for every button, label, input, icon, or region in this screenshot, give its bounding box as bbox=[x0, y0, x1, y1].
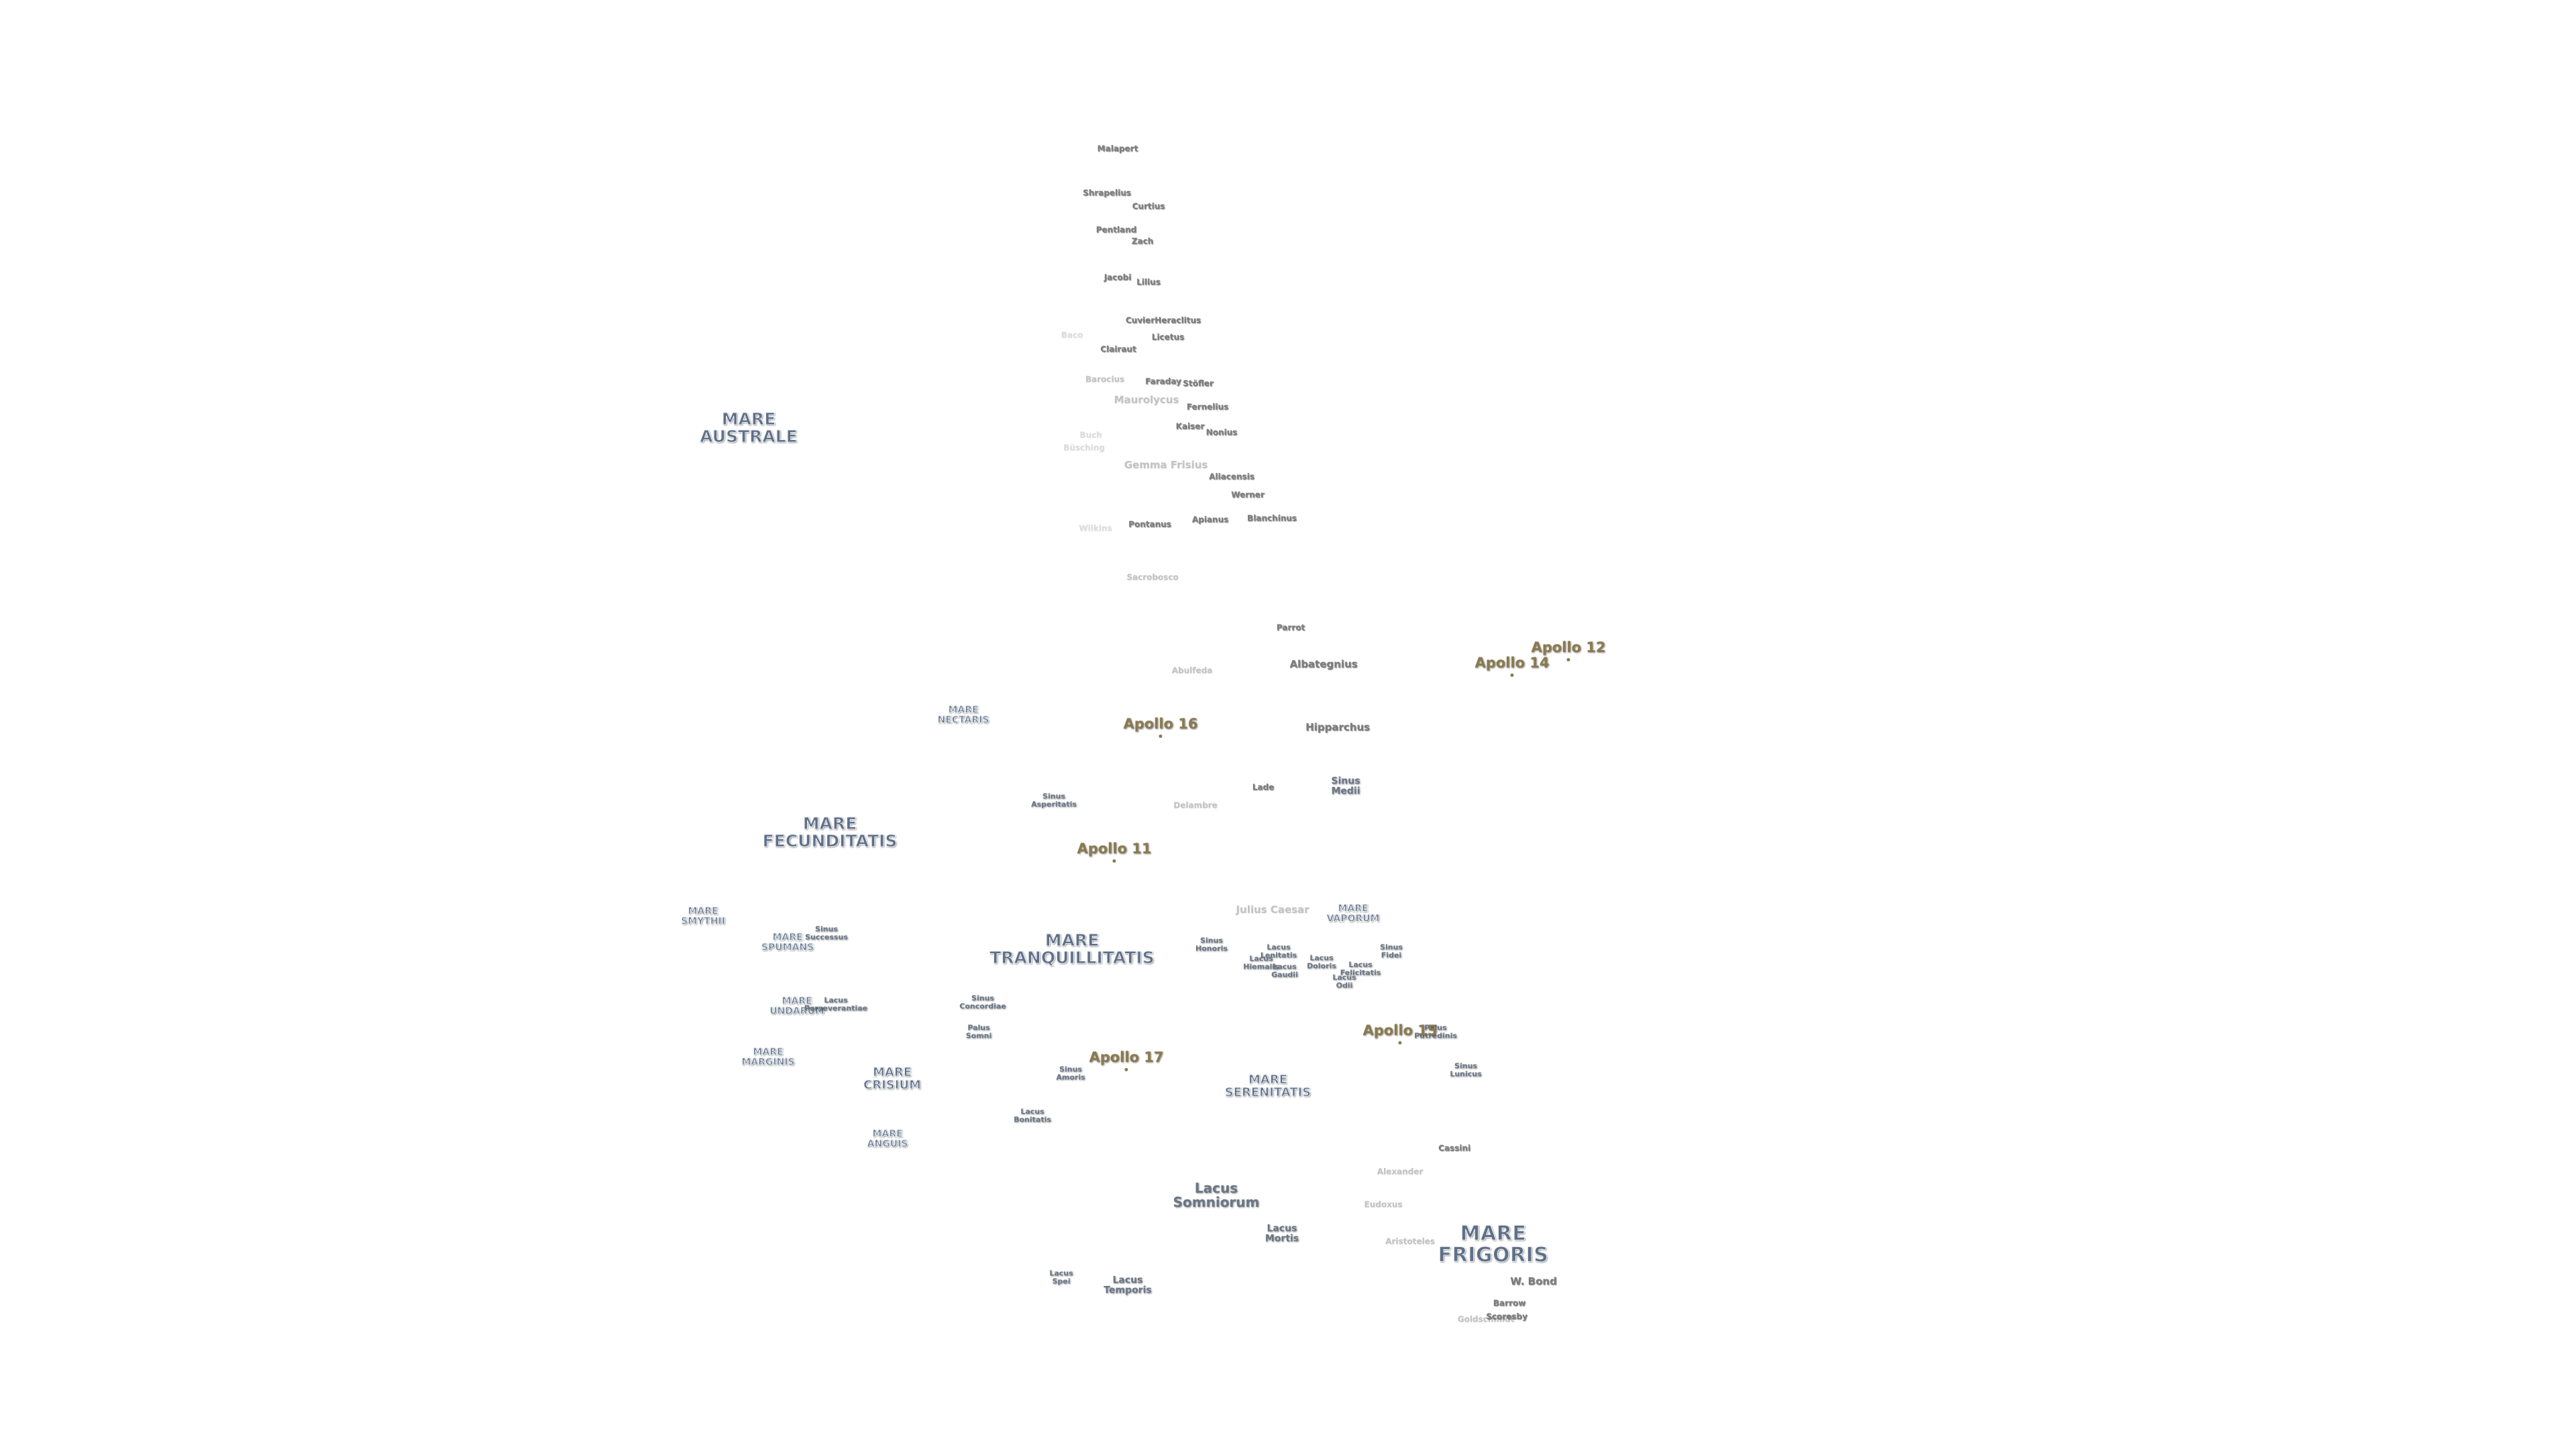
apollo-16-label: Apollo 16 bbox=[1123, 716, 1198, 732]
crater-label-eudoxus[interactable]: Eudoxus bbox=[1364, 1199, 1403, 1210]
palus-label-putredinis[interactable]: Palus Putredinis bbox=[1414, 1023, 1457, 1040]
crater-label-jacobi[interactable]: Jacobi bbox=[1104, 272, 1132, 282]
lacus-label-gaudii[interactable]: Lacus Gaudii bbox=[1271, 962, 1298, 979]
crater-label-gemma-frisius[interactable]: Gemma Frisius bbox=[1124, 459, 1208, 472]
crater-label-barocius[interactable]: Barocius bbox=[1085, 374, 1125, 384]
mare-label-serenitatis[interactable]: MARE SERENITATIS bbox=[1224, 1073, 1311, 1099]
sinus-label-fidei[interactable]: Sinus Fidei bbox=[1380, 943, 1403, 959]
landing-site-marker-icon bbox=[1566, 658, 1570, 662]
lacus-label-spei[interactable]: Lacus Spei bbox=[1049, 1269, 1073, 1285]
apollo-12-site[interactable]: Apollo 12 bbox=[1531, 625, 1606, 662]
crater-label-cassini[interactable]: Cassini bbox=[1438, 1143, 1470, 1153]
crater-label-goldschmidt[interactable]: Goldschmidt bbox=[1457, 1314, 1515, 1324]
crater-label-nonius[interactable]: Nonius bbox=[1205, 427, 1238, 437]
crater-label-w-bond[interactable]: W. Bond bbox=[1510, 1275, 1557, 1288]
lacus-label-felicitatis[interactable]: Lacus Felicitatis bbox=[1340, 960, 1381, 977]
mare-label-vaporum[interactable]: MARE VAPORUM bbox=[1326, 903, 1380, 924]
crater-label-curtius[interactable]: Curtius bbox=[1132, 201, 1165, 211]
sinus-label-lunicus[interactable]: Sinus Lunicus bbox=[1450, 1061, 1482, 1078]
apollo-11-label: Apollo 11 bbox=[1077, 841, 1152, 857]
landing-site-marker-icon bbox=[1510, 674, 1514, 678]
lacus-label-somniorum[interactable]: Lacus Somniorum bbox=[1173, 1180, 1260, 1210]
mare-label-marginis[interactable]: MARE MARGINIS bbox=[741, 1046, 795, 1067]
apollo-15-site[interactable]: Apollo 15 bbox=[1362, 1008, 1438, 1045]
crater-label-aliacensis[interactable]: Aliacensis bbox=[1209, 472, 1254, 482]
apollo-14-label: Apollo 14 bbox=[1474, 655, 1550, 671]
crater-label-fernelius[interactable]: Fernelius bbox=[1186, 402, 1229, 412]
crater-label-buch[interactable]: Buch bbox=[1079, 430, 1102, 440]
crater-label-malapert[interactable]: Malapert bbox=[1097, 144, 1138, 154]
crater-label-parrot[interactable]: Parrot bbox=[1276, 623, 1305, 633]
landing-site-marker-icon bbox=[1398, 1041, 1402, 1045]
sinus-label-successus[interactable]: Sinus Successus bbox=[805, 924, 848, 941]
landing-site-marker-icon bbox=[1159, 735, 1163, 739]
crater-label-buesching[interactable]: Büsching bbox=[1063, 443, 1105, 453]
crater-label-blanchinus[interactable]: Blanchinus bbox=[1247, 513, 1297, 523]
crater-label-scoresby[interactable]: Scoresby bbox=[1486, 1311, 1527, 1322]
apollo-16-site[interactable]: Apollo 16 bbox=[1123, 702, 1198, 739]
mare-label-australe[interactable]: MARE AUSTRALE bbox=[700, 409, 798, 446]
crater-label-pentland[interactable]: Pentland bbox=[1095, 225, 1137, 235]
crater-label-pontanus[interactable]: Pontanus bbox=[1128, 519, 1171, 529]
mare-label-spumans[interactable]: MARE SPUMANS bbox=[761, 932, 814, 953]
lacus-label-bonitatis[interactable]: Lacus Bonitatis bbox=[1014, 1107, 1051, 1124]
crater-label-maurolycus[interactable]: Maurolycus bbox=[1114, 394, 1179, 407]
lacus-label-perseverantiae[interactable]: Lacus Perseverantiae bbox=[804, 996, 868, 1012]
lacus-label-mortis[interactable]: Lacus Mortis bbox=[1265, 1223, 1299, 1244]
apollo-11-site[interactable]: Apollo 11 bbox=[1077, 826, 1152, 863]
landing-site-marker-icon bbox=[1112, 859, 1116, 863]
sinus-label-asperitatis[interactable]: Sinus Asperitatis bbox=[1031, 792, 1077, 808]
lacus-label-temporis[interactable]: Lacus Temporis bbox=[1104, 1275, 1152, 1295]
crater-label-alexander[interactable]: Alexander bbox=[1377, 1167, 1424, 1177]
lacus-label-lenitatis[interactable]: Lacus Lenitatis bbox=[1260, 943, 1297, 959]
sinus-label-concordiae[interactable]: Sinus Concordiae bbox=[959, 994, 1006, 1010]
mare-label-tranquillitatis[interactable]: MARE TRANQUILLITATIS bbox=[989, 930, 1155, 967]
apollo-12-label: Apollo 12 bbox=[1531, 639, 1606, 655]
mare-label-smythii[interactable]: MARE SMYTHII bbox=[681, 906, 726, 926]
crater-label-lade[interactable]: Lade bbox=[1252, 782, 1275, 792]
mare-label-frigoris[interactable]: MARE FRIGORIS bbox=[1438, 1222, 1549, 1267]
crater-label-lilius[interactable]: Lilius bbox=[1136, 277, 1161, 287]
crater-label-delambre[interactable]: Delambre bbox=[1173, 800, 1218, 810]
crater-label-licetus[interactable]: Licetus bbox=[1151, 332, 1185, 342]
sinus-label-honoris[interactable]: Sinus Honoris bbox=[1195, 936, 1228, 953]
crater-label-albategnius[interactable]: Albategnius bbox=[1289, 658, 1358, 671]
lacus-label-hiemalis[interactable]: Lacus Hiemalis bbox=[1243, 954, 1279, 971]
apollo-17-label: Apollo 17 bbox=[1089, 1049, 1164, 1065]
landing-site-marker-icon bbox=[1124, 1068, 1128, 1072]
crater-label-shrapelius[interactable]: Shrapelius bbox=[1083, 188, 1131, 198]
crater-label-clairaut[interactable]: Clairaut bbox=[1100, 344, 1136, 354]
palus-label-somni[interactable]: Palus Somni bbox=[965, 1023, 992, 1040]
crater-label-zach[interactable]: Zach bbox=[1131, 236, 1154, 246]
crater-label-apianus[interactable]: Apianus bbox=[1191, 515, 1229, 525]
sinus-label-medii[interactable]: Sinus Medii bbox=[1331, 775, 1360, 796]
crater-label-faraday[interactable]: Faraday bbox=[1145, 376, 1181, 386]
mare-label-undarum[interactable]: MARE UNDARUM bbox=[769, 996, 825, 1016]
apollo-17-site[interactable]: Apollo 17 bbox=[1089, 1035, 1164, 1072]
crater-label-kaiser[interactable]: Kaiser bbox=[1175, 421, 1205, 431]
crater-label-baco[interactable]: Baco bbox=[1061, 330, 1083, 340]
crater-label-barrow[interactable]: Barrow bbox=[1493, 1298, 1526, 1308]
crater-label-cuvier-heraclitus[interactable]: CuvierHeraclitus bbox=[1125, 315, 1201, 325]
mare-label-anguis[interactable]: MARE ANGUIS bbox=[867, 1128, 908, 1149]
apollo-15-label: Apollo 15 bbox=[1362, 1022, 1438, 1038]
lacus-label-doloris[interactable]: Lacus Doloris bbox=[1307, 953, 1336, 970]
crater-label-aristoteles[interactable]: Aristoteles bbox=[1385, 1236, 1435, 1246]
mare-label-nectaris[interactable]: MARE NECTARIS bbox=[937, 704, 989, 725]
crater-label-werner[interactable]: Werner bbox=[1231, 490, 1265, 500]
mare-label-fecunditatis[interactable]: MARE FECUNDITATIS bbox=[762, 813, 898, 851]
sinus-label-amoris[interactable]: Sinus Amoris bbox=[1056, 1065, 1085, 1081]
crater-label-wilkins[interactable]: Wilkins bbox=[1079, 523, 1112, 533]
crater-label-hipparchus[interactable]: Hipparchus bbox=[1305, 721, 1370, 734]
crater-label-julius-caesar[interactable]: Julius Caesar bbox=[1236, 904, 1309, 916]
apollo-14-site[interactable]: Apollo 14 bbox=[1474, 641, 1550, 678]
crater-label-sacrobosco[interactable]: Sacrobosco bbox=[1126, 572, 1179, 582]
crater-label-abulfeda[interactable]: Abulfeda bbox=[1171, 665, 1213, 676]
lacus-label-odii[interactable]: Lacus Odii bbox=[1332, 973, 1356, 989]
crater-label-stofler[interactable]: Stöfler bbox=[1183, 378, 1214, 388]
mare-label-crisium[interactable]: MARE CRISIUM bbox=[863, 1065, 922, 1092]
